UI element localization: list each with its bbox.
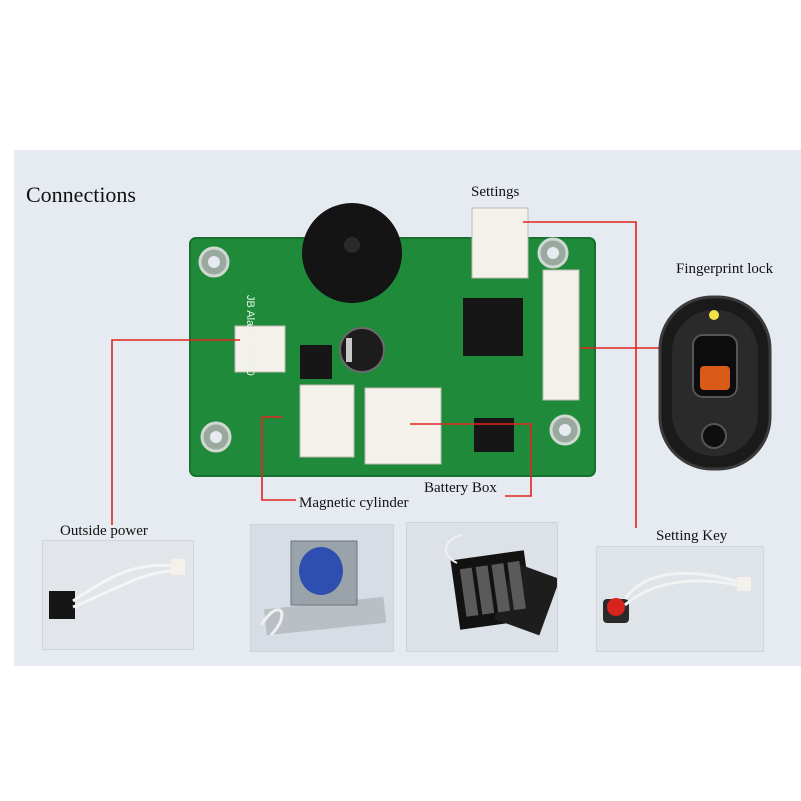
ic-chip	[463, 298, 523, 356]
connector-magnetic	[299, 384, 355, 458]
connector-power	[234, 325, 286, 373]
diagram-title: Connections	[26, 182, 136, 207]
capacitor	[339, 327, 385, 373]
photo-outside-power-cable	[42, 540, 194, 650]
line-magnetic-cylinder	[261, 416, 296, 501]
label-battery-box: Battery Box	[424, 480, 497, 496]
photo-magnetic-cylinder	[250, 524, 394, 652]
label-settings: Settings	[471, 184, 520, 200]
connector-settings	[471, 207, 529, 279]
buzzer	[302, 203, 402, 303]
label-fingerprint-lock: Fingerprint lock	[676, 261, 774, 277]
label-magnetic-cylinder: Magnetic cylinder	[299, 495, 409, 511]
connector-fingerprint	[542, 269, 580, 401]
label-outside-power: Outside power	[60, 523, 148, 539]
photo-battery-box	[406, 522, 558, 652]
line-outside-power	[111, 339, 240, 525]
photo-setting-key	[596, 546, 764, 652]
pcb-version-text: V2.0	[255, 330, 266, 351]
pcb-model-text: JB Alarm DY510	[244, 295, 256, 376]
line-setting-key	[523, 221, 637, 528]
pcb-body	[189, 237, 596, 477]
line-battery-box	[410, 423, 532, 497]
label-setting-key: Setting Key	[656, 528, 728, 544]
connector-battery	[364, 387, 442, 465]
